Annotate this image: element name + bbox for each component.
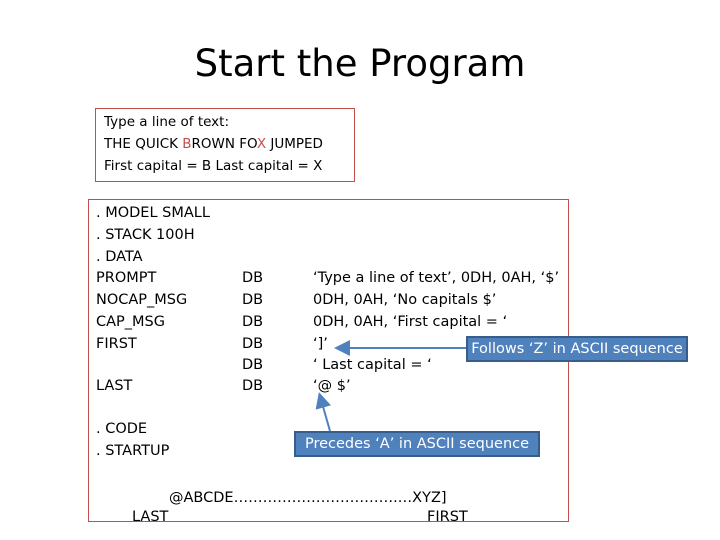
sequence-first-label: FIRST [427,509,468,525]
output-line-1: Type a line of text: [104,114,230,130]
value-last: ‘@ $’ [313,378,351,394]
value-nocap-msg: 0DH, 0AH, ‘No capitals $’ [313,292,497,308]
label-prompt: PROMPT [96,270,157,286]
value-last-msg: ‘ Last capital = ‘ [313,357,432,373]
model-directive: . MODEL SMALL [96,205,210,221]
code-directive: . CODE [96,421,148,437]
first-capital-highlight: B [182,136,192,152]
db-nocap-msg: DB [242,292,264,308]
output-line-2-part1: THE QUICK [104,136,183,152]
db-cap-msg: DB [242,314,264,330]
value-prompt: ‘Type a line of text’, 0DH, 0AH, ‘$’ [313,270,560,286]
db-prompt: DB [242,270,264,286]
stack-directive: . STACK 100H [96,227,195,243]
label-nocap-msg: NOCAP_MSG [96,292,188,308]
label-first: FIRST [96,336,137,352]
startup-directive: . STARTUP [96,443,170,459]
output-line-2-part3: JUMPED [266,136,323,152]
value-first: ‘]’ [313,336,328,352]
output-line-2-part2: ROWN FO [191,136,257,152]
output-line-3: First capital = B Last capital = X [104,158,323,174]
ascii-sequence: @ABCDE…………………………….…XYZ] [169,490,447,506]
sequence-last-label: LAST [132,509,169,525]
slide-title: Start the Program [194,42,526,85]
output-example-box [95,108,355,182]
db-first: DB [242,336,264,352]
label-cap-msg: CAP_MSG [96,314,165,330]
last-capital-highlight: X [256,136,267,152]
db-last-msg: DB [242,357,264,373]
value-cap-msg: 0DH, 0AH, ‘First capital = ‘ [313,314,508,330]
label-last: LAST [96,378,133,394]
data-directive: . DATA [96,249,143,265]
precedes-a-callout: Precedes ‘A’ in ASCII sequence [294,431,540,457]
follows-z-callout: Follows ‘Z’ in ASCII sequence [466,336,688,362]
db-last: DB [242,378,264,394]
precedes-arrow [315,392,331,432]
output-line-2: THE QUICK BROWN FOX JUMPED [104,136,323,152]
